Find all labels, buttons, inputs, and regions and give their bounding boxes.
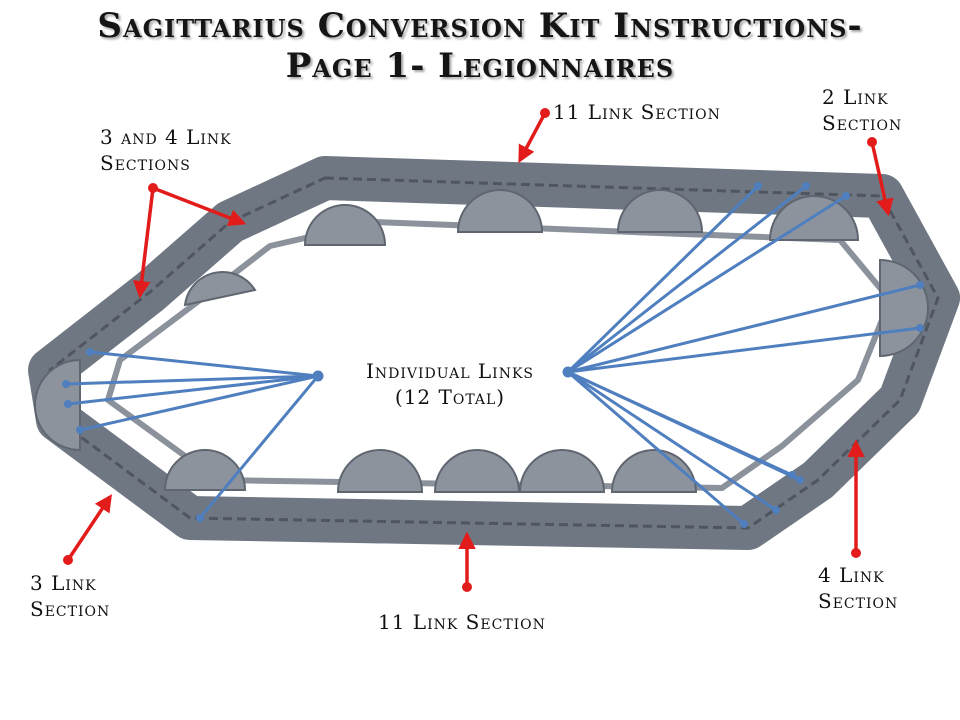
arrow-2-link-dot xyxy=(867,137,877,147)
label-3-4-link-line-1: 3 and 4 Link xyxy=(100,125,232,149)
leader-line-right-2 xyxy=(567,184,807,374)
leader-end-left-5 xyxy=(196,514,204,522)
leader-line-left-3 xyxy=(67,374,319,406)
leader-line-right-7 xyxy=(567,370,801,482)
leader-end-right-8 xyxy=(772,506,780,514)
leader-end-right-5 xyxy=(916,324,924,332)
leader-end-left-2 xyxy=(62,380,70,388)
leader-line-left-4 xyxy=(79,374,319,432)
leader-line-right-5 xyxy=(567,326,921,374)
arrow-bottom-11-link-dot xyxy=(462,582,472,592)
leader-end-left-4 xyxy=(76,426,84,434)
label-individual-links-line-1: Individual Links xyxy=(365,359,534,383)
leader-end-left-1 xyxy=(86,348,94,356)
leader-end-right-7 xyxy=(796,476,804,484)
leader-line-right-9 xyxy=(567,370,745,526)
wheel-segment-left-upper xyxy=(183,270,257,307)
leader-line-left-1 xyxy=(89,350,319,378)
arrow-2-link xyxy=(870,141,894,217)
page-title-line-2: Page 1- Legionnaires xyxy=(285,46,675,86)
wheel-segment-top-3 xyxy=(616,189,704,233)
leader-end-right-4 xyxy=(916,281,924,289)
label-3-link-line-2: Section xyxy=(30,597,111,621)
leader-end-right-3 xyxy=(842,192,850,200)
label-2-link-line-2: Section xyxy=(822,111,903,135)
label-individual-links-line-2: (12 Total) xyxy=(394,385,506,409)
leader-end-right-9 xyxy=(740,520,748,528)
label-top-11-link: 11 Link Section xyxy=(553,100,721,124)
arrow-3-4-link-a xyxy=(152,186,247,227)
arrow-3-link xyxy=(66,494,112,561)
leader-hub-right xyxy=(562,366,574,378)
leader-end-right-2 xyxy=(802,182,810,190)
label-3-4-link-line-2: Sections xyxy=(100,151,191,175)
leader-hub-left xyxy=(312,370,324,382)
track-inner-edge xyxy=(105,219,893,491)
arrow-4-link-dot xyxy=(851,548,861,558)
leader-line-left-5 xyxy=(198,375,320,519)
track-outer-edge xyxy=(48,176,940,530)
label-3-link-line-1: 3 Link xyxy=(30,571,97,595)
arrow-3-4-link-dot xyxy=(148,183,158,193)
arrow-3-link-dot xyxy=(63,555,73,565)
wheel-segment-top-1 xyxy=(303,204,387,246)
label-2-link: 2 Link Section xyxy=(822,84,902,136)
leader-line-left-2 xyxy=(65,374,319,386)
label-3-link: 3 Link Section xyxy=(30,570,110,622)
label-4-link-line-2: Section xyxy=(818,589,899,613)
leader-end-left-3 xyxy=(64,400,72,408)
leader-line-right-1 xyxy=(566,184,760,374)
wheel-segment-bottom-4 xyxy=(518,449,606,493)
arrow-top-11-link-dot xyxy=(540,108,550,118)
label-4-link-line-1: 4 Link xyxy=(818,563,885,587)
page-title-line-1: Sagittarius Conversion Kit Instructions- xyxy=(97,6,863,46)
label-3-4-link: 3 and 4 Link Sections xyxy=(100,124,232,176)
wheel-segment-top-2 xyxy=(456,189,544,233)
label-4-link: 4 Link Section xyxy=(818,562,898,614)
label-bottom-11-link: 11 Link Section xyxy=(378,610,546,634)
callout-arrows xyxy=(63,108,894,592)
leader-line-right-3 xyxy=(567,194,847,374)
leader-end-right-1 xyxy=(754,182,762,190)
wheel-segment-bottom-2 xyxy=(336,449,424,493)
wheel-segment-bottom-1 xyxy=(163,449,247,491)
arrow-top-11-link xyxy=(518,112,547,164)
leader-line-right-8 xyxy=(567,370,777,512)
arrow-3-4-link-b xyxy=(133,187,155,299)
leader-line-right-4 xyxy=(567,283,921,374)
wheel-segment-bottom-3 xyxy=(433,449,521,493)
label-individual-links: Individual Links (12 Total) xyxy=(330,358,570,410)
individual-link-leaders xyxy=(62,182,924,528)
label-2-link-line-1: 2 Link xyxy=(822,85,889,109)
track-assembly xyxy=(28,156,960,550)
